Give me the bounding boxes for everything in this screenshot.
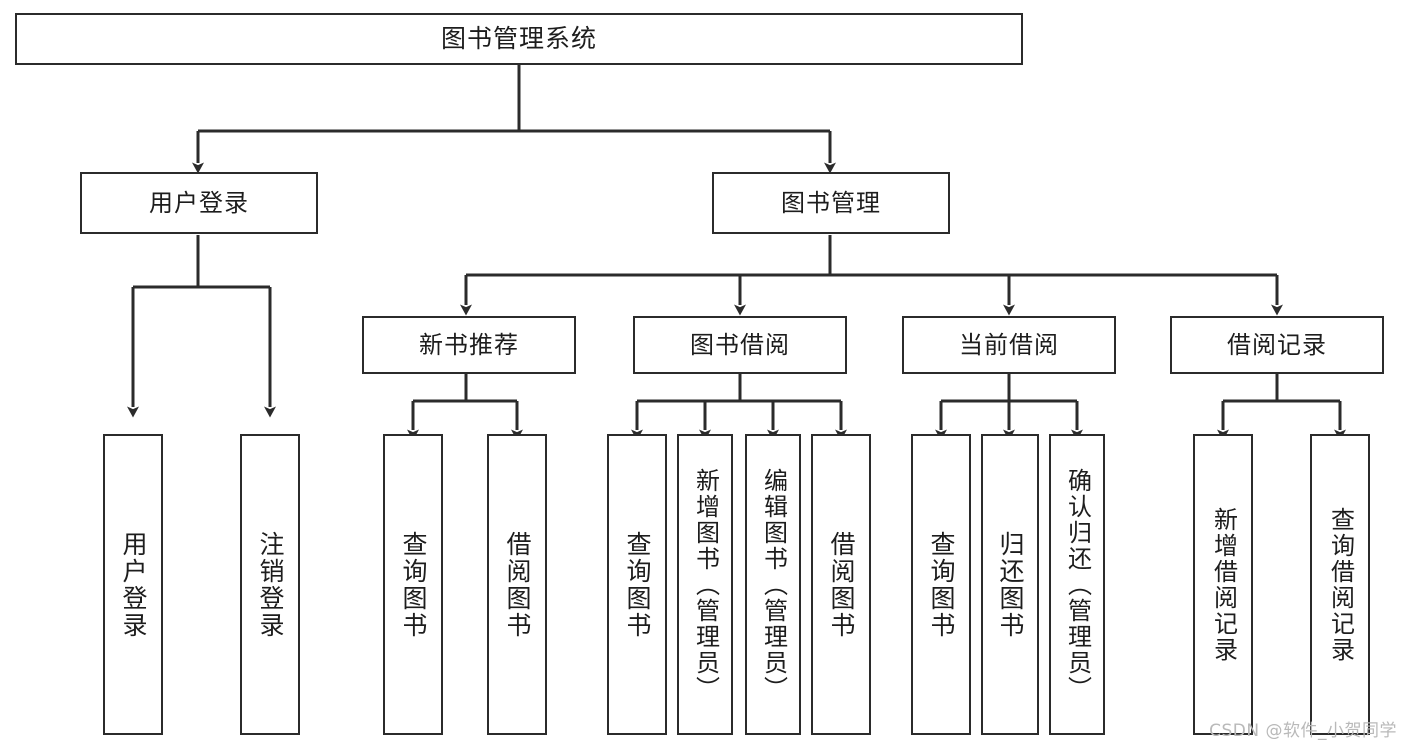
node-borrow-record[interactable]: 借阅记录 [1170,316,1384,374]
leaf-br-add-record[interactable]: 新增借阅记录 [1193,434,1253,735]
leaf-br-add-record-label: 新增借阅记录 [1209,506,1238,663]
leaf-logout[interactable]: 注销登录 [240,434,300,735]
node-current-borrow-label: 当前借阅 [959,330,1059,359]
leaf-user-login-label: 用户登录 [119,530,148,639]
node-new-book-recommend[interactable]: 新书推荐 [362,316,576,374]
node-book-management-label: 图书管理 [781,188,881,217]
leaf-br-query-record[interactable]: 查询借阅记录 [1310,434,1370,735]
node-root-system-label: 图书管理系统 [440,24,597,53]
leaf-bb-query-book[interactable]: 查询图书 [607,434,667,735]
leaf-bb-add-book-admin[interactable]: 新增图书（管理员） [677,434,733,735]
node-book-borrow-label: 图书借阅 [690,330,790,359]
leaf-cb-query-book-label: 查询图书 [927,530,956,639]
node-borrow-record-label: 借阅记录 [1227,330,1327,359]
leaf-bb-add-book-admin-label: 新增图书（管理员） [691,467,720,702]
leaf-br-query-record-label: 查询借阅记录 [1326,506,1355,663]
leaf-nbr-borrow-book[interactable]: 借阅图书 [487,434,547,735]
leaf-cb-confirm-return-admin[interactable]: 确认归还（管理员） [1049,434,1105,735]
leaf-cb-return-book-label: 归还图书 [996,530,1025,639]
leaf-bb-query-book-label: 查询图书 [623,530,652,639]
node-book-borrow[interactable]: 图书借阅 [633,316,847,374]
node-new-book-recommend-label: 新书推荐 [419,330,519,359]
node-book-management[interactable]: 图书管理 [712,172,950,234]
leaf-bb-edit-book-admin[interactable]: 编辑图书（管理员） [745,434,801,735]
node-user-login[interactable]: 用户登录 [80,172,318,234]
leaf-bb-edit-book-admin-label: 编辑图书（管理员） [759,467,788,702]
leaf-user-login[interactable]: 用户登录 [103,434,163,735]
leaf-nbr-query-book-label: 查询图书 [399,530,428,639]
node-root-system[interactable]: 图书管理系统 [15,13,1023,65]
node-user-login-label: 用户登录 [149,188,249,217]
leaf-bb-borrow-book-label: 借阅图书 [827,530,856,639]
watermark-text: CSDN @软件_小贺同学 [1209,721,1397,741]
leaf-nbr-query-book[interactable]: 查询图书 [383,434,443,735]
leaf-cb-query-book[interactable]: 查询图书 [911,434,971,735]
leaf-logout-label: 注销登录 [256,530,285,639]
leaf-cb-confirm-return-admin-label: 确认归还（管理员） [1063,467,1092,702]
leaf-nbr-borrow-book-label: 借阅图书 [503,530,532,639]
leaf-cb-return-book[interactable]: 归还图书 [981,434,1039,735]
node-current-borrow[interactable]: 当前借阅 [902,316,1116,374]
leaf-bb-borrow-book[interactable]: 借阅图书 [811,434,871,735]
